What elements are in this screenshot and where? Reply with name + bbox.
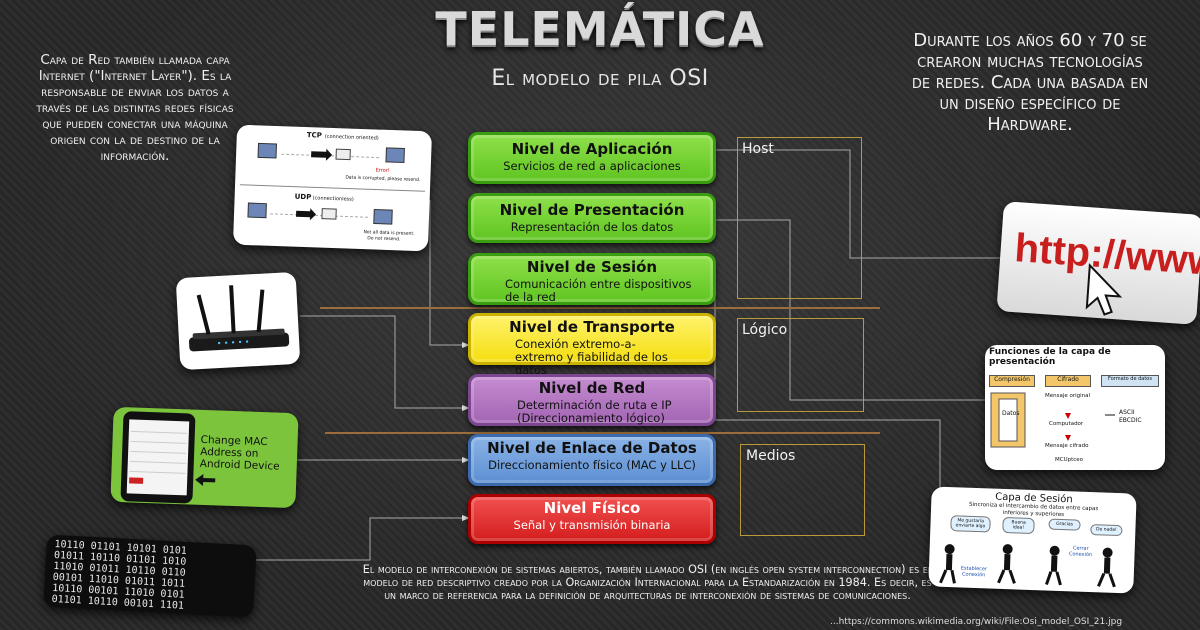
layer-name: Nivel de Presentación (499, 201, 685, 219)
layer-transporte: Nivel de Transporte Conexión extremo-a-e… (468, 313, 716, 377)
udp-note-1: Not all data is present. (363, 229, 414, 237)
group-box-logico (737, 318, 864, 412)
label-datos: Datos (1002, 410, 1020, 417)
tcp-note: Data is corrupted, please resend. (345, 174, 420, 183)
group-label-medios: Medios (746, 448, 796, 464)
layer-desc: Direccionamiento físico (MAC y LLC) (488, 458, 696, 472)
udp-sub: (connectionless) (313, 195, 354, 202)
arrow-icon (311, 148, 333, 161)
layer-name: Nivel de Sesión (526, 258, 658, 276)
tcp-label: TCP (307, 131, 322, 140)
layer-desc: Conexión extremo-a-extremo y fiabilidad … (515, 337, 668, 377)
layer-sesion: Nivel de Sesión Comunicación entre dispo… (468, 253, 716, 305)
group-box-medios (740, 444, 865, 536)
tcp-sub: (connection oriented) (325, 134, 379, 142)
envelope-icon (321, 208, 337, 220)
computer-icon (385, 147, 405, 163)
layer-name: Nivel de Enlace de Datos (487, 439, 697, 457)
page-subtitle: El modelo de pila OSI (491, 66, 709, 91)
envelope-icon (335, 148, 351, 161)
group-box-host (737, 137, 862, 299)
presentation-title-1: Funciones de la capa de (989, 347, 1111, 357)
layer-name: Nivel de Aplicación (511, 140, 673, 158)
arrow-down-icon (1065, 435, 1071, 441)
osi-description: El modelo de interconexión de sistemas a… (362, 563, 933, 602)
session-card: Capa de Sesión Sincroniza el intercambio… (928, 486, 1137, 594)
tcp-error: Error! (376, 167, 390, 173)
connector-router (300, 315, 470, 409)
computer-icon (257, 142, 278, 159)
http-card: http://www (996, 201, 1200, 325)
presentation-diagram (990, 392, 1115, 448)
connector-tcp (429, 200, 470, 346)
udp-label: UDP (295, 193, 312, 202)
label-mensaje-cifrado: Mensaje cifrado (1045, 443, 1089, 449)
layer-desc: Representación de los datos (510, 220, 674, 234)
col-formato: Formato de datos (1101, 375, 1159, 387)
layer-fisico: Nivel Físico Señal y transmisión binaria (468, 494, 716, 544)
history-description: Durante los años 60 y 70 se crearon much… (911, 30, 1149, 135)
divider-logico-medios (325, 432, 880, 434)
connector-binary (255, 517, 470, 561)
divider-host-logico (320, 307, 880, 309)
label-mensaje-original: Mensaje original (1045, 393, 1091, 399)
label-mcupteco: MCUptceo (1055, 457, 1084, 463)
col-cifrado: Cifrado (1045, 375, 1091, 387)
source-url: ...https://commons.wikimedia.org/wiki/Fi… (830, 617, 1123, 627)
cursor-icon (1085, 262, 1123, 316)
udp-note-2: Do not resend. (367, 235, 400, 242)
arrow-icon (295, 208, 317, 221)
label-computador: Computador (1049, 421, 1084, 427)
page-title: TELEMÁTICA (435, 2, 765, 56)
presentation-functions-card: Funciones de la capa de presentación Com… (985, 345, 1165, 470)
router-card (175, 271, 301, 371)
layer-desc: Servicios de red a aplicaciones (503, 159, 681, 173)
group-label-host: Host (742, 141, 774, 157)
label-ascii: ASCII (1119, 409, 1135, 416)
label-establecer: Establecer Conexión (960, 565, 988, 579)
router-icon (189, 285, 290, 352)
layer-presentacion: Nivel de Presentación Representación de … (468, 193, 716, 243)
tcp-udp-illustration: TCP (connection oriented) Error! Data is… (240, 131, 425, 242)
layer-desc: Señal y transmisión binaria (513, 518, 671, 532)
phone-icon (120, 411, 216, 504)
layer-name: Nivel Físico (543, 499, 641, 517)
label-ebcdic: EBCDIC (1119, 417, 1142, 424)
group-label-logico: Lógico (742, 322, 788, 338)
layer-red: Nivel de Red Determinación de ruta e IP … (468, 374, 716, 426)
layer-aplicacion: Nivel de Aplicación Servicios de red a a… (468, 132, 716, 184)
arrow-down-icon (1065, 413, 1071, 419)
layer-name: Nivel de Transporte (509, 318, 675, 336)
arrow-left-icon (195, 473, 216, 486)
binary-card: 10110 01101 10101 0101 01011 10110 01101… (43, 534, 257, 618)
computer-icon (247, 202, 267, 219)
layer-name: Nivel de Red (538, 379, 646, 397)
presentation-title-2: presentación (989, 357, 1056, 367)
computer-icon (373, 208, 393, 225)
layer-enlace: Nivel de Enlace de Datos Direccionamient… (468, 434, 716, 486)
label-cerrar: Cerrar Conexión (1068, 545, 1093, 559)
tcp-udp-card: TCP (connection oriented) Error! Data is… (232, 124, 433, 252)
layer-desc: Determinación de ruta e IP (Direccionami… (517, 398, 672, 425)
layer-desc: Comunicación entre dispositivos de la re… (505, 277, 692, 304)
android-mac-card: Change MAC Address on Android Device (110, 406, 299, 509)
col-compresion: Compresión (989, 375, 1035, 387)
people-icon (939, 544, 1116, 588)
network-layer-description: Capa de Red también llamada capa Interne… (36, 52, 234, 164)
